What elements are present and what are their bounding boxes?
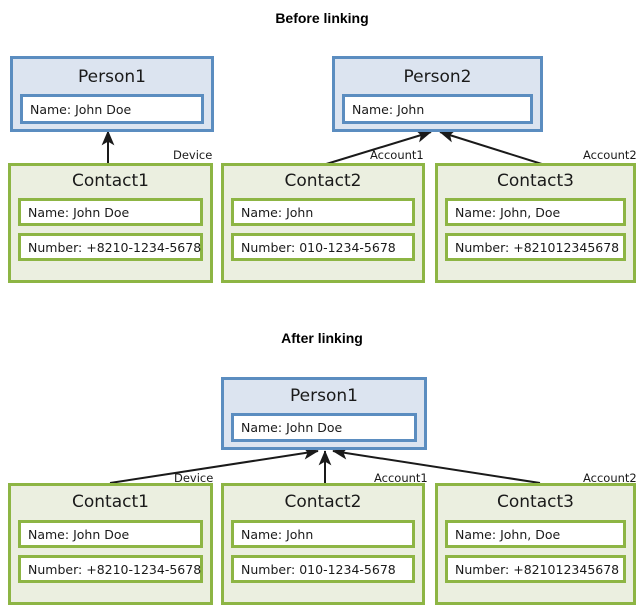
field-key: Number: — [241, 239, 296, 255]
field-name[interactable]: Name: John — [342, 94, 533, 124]
node-person1-before[interactable]: Person1 Name: John Doe — [10, 56, 214, 132]
field-value: John — [397, 101, 425, 117]
field-value: John Doe — [286, 420, 343, 435]
field-value: +8210-1234-5678 — [86, 561, 202, 577]
field-value: John — [286, 526, 314, 542]
edge-label-account2-after: Account2 — [583, 471, 637, 485]
edge-label-account1-after: Account1 — [374, 471, 428, 485]
section-title-before: Before linking — [275, 10, 369, 26]
node-title: Contact3 — [497, 492, 574, 512]
node-title: Contact2 — [284, 171, 362, 191]
field-key: Name: — [241, 204, 283, 220]
node-title: Contact1 — [72, 171, 149, 191]
field-value: John — [286, 204, 314, 220]
edge-label-device-after: Device — [174, 471, 214, 485]
node-title: Person2 — [403, 67, 472, 87]
field-number[interactable]: Number: +821012345678 — [445, 233, 626, 261]
field-name[interactable]: Name: John — [231, 520, 415, 548]
field-key: Name: — [28, 204, 70, 220]
edge-label-account1-before: Account1 — [370, 148, 424, 162]
node-contact1-before[interactable]: Contact1 Name: John Doe Number: +8210-12… — [8, 163, 213, 283]
field-value: +821012345678 — [513, 561, 620, 577]
node-title: Contact2 — [284, 492, 362, 512]
field-number[interactable]: Number: +821012345678 — [445, 555, 626, 583]
field-key: Name: — [30, 101, 72, 117]
field-number[interactable]: Number: +8210-1234-5678 — [18, 555, 203, 583]
node-contact2-before[interactable]: Contact2 Name: John Number: 010-1234-567… — [221, 163, 425, 283]
field-value: John Doe — [75, 101, 132, 117]
node-title: Contact3 — [497, 171, 574, 191]
field-key: Name: — [352, 101, 394, 117]
field-value: +821012345678 — [513, 239, 620, 255]
field-key: Name: — [241, 420, 283, 435]
edge-label-account2-before: Account2 — [583, 148, 637, 162]
field-key: Number: — [241, 561, 296, 577]
field-value: 010-1234-5678 — [299, 561, 396, 577]
field-value: John, Doe — [500, 526, 561, 542]
field-number[interactable]: Number: 010-1234-5678 — [231, 555, 415, 583]
field-value: John Doe — [73, 204, 130, 220]
node-contact3-before[interactable]: Contact3 Name: John, Doe Number: +821012… — [435, 163, 636, 283]
node-contact3-after[interactable]: Contact3 Name: John, Doe Number: +821012… — [435, 483, 636, 605]
field-number[interactable]: Number: 010-1234-5678 — [231, 233, 415, 261]
field-key: Name: — [455, 526, 497, 542]
field-key: Name: — [241, 526, 283, 542]
field-key: Number: — [28, 239, 83, 255]
field-key: Number: — [455, 239, 510, 255]
node-title: Person1 — [78, 67, 146, 87]
node-title: Person1 — [290, 386, 358, 406]
field-name[interactable]: Name: John — [231, 198, 415, 226]
node-person1-after[interactable]: Person1 Name: John Doe — [221, 377, 427, 450]
field-name[interactable]: Name: John Doe — [18, 520, 203, 548]
field-key: Number: — [455, 561, 510, 577]
node-contact1-after[interactable]: Contact1 Name: John Doe Number: +8210-12… — [8, 483, 213, 605]
field-key: Number: — [28, 561, 83, 577]
node-person2-before[interactable]: Person2 Name: John — [332, 56, 543, 132]
field-number[interactable]: Number: +8210-1234-5678 — [18, 233, 203, 261]
field-value: John Doe — [73, 526, 130, 542]
edge-after-contact3-person1 — [332, 446, 541, 484]
field-value: +8210-1234-5678 — [86, 239, 202, 255]
field-name[interactable]: Name: John, Doe — [445, 520, 626, 548]
field-name[interactable]: Name: John Doe — [18, 198, 203, 226]
field-value: John, Doe — [500, 204, 561, 220]
field-name[interactable]: Name: John Doe — [231, 413, 417, 442]
node-title: Contact1 — [72, 492, 149, 512]
field-value: 010-1234-5678 — [299, 239, 396, 255]
edge-label-device-before: Device — [173, 148, 213, 162]
field-name[interactable]: Name: John Doe — [20, 94, 204, 124]
field-key: Name: — [455, 204, 497, 220]
section-title-after: After linking — [281, 330, 363, 346]
edge-after-contact1-person1 — [109, 446, 319, 484]
edge-contact3-person2 — [439, 130, 546, 166]
field-name[interactable]: Name: John, Doe — [445, 198, 626, 226]
node-contact2-after[interactable]: Contact2 Name: John Number: 010-1234-567… — [221, 483, 425, 605]
field-key: Name: — [28, 526, 70, 542]
